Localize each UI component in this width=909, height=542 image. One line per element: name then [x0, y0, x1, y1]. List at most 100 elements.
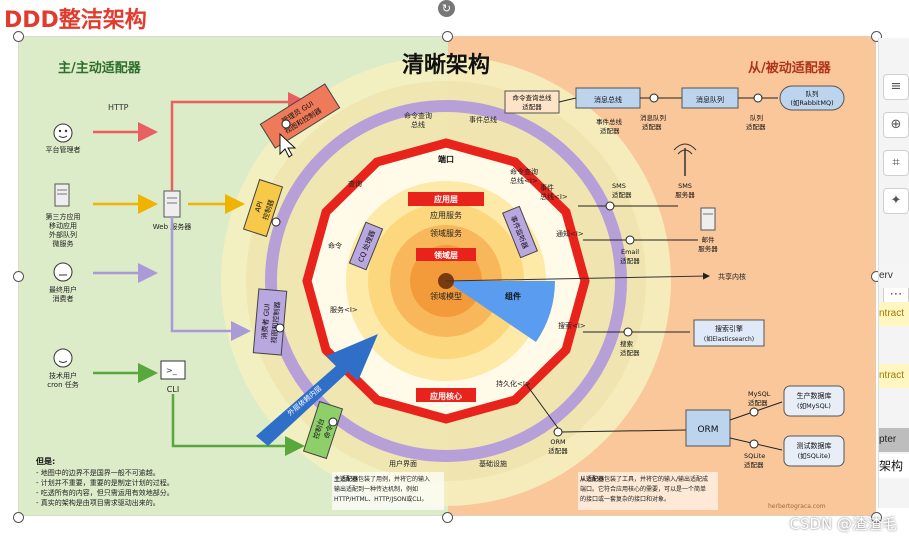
svg-text:(如SQLite): (如SQLite) [798, 451, 831, 460]
command-label: 命令 [328, 241, 342, 250]
svg-text:命令查询: 命令查询 [510, 167, 538, 176]
selection-handle-br[interactable] [871, 512, 882, 523]
mq-adapter-2: 适配器 [642, 122, 662, 131]
diagram-image[interactable]: 清晰架构 主/主动适配器 从/被动适配器 HTTP 平台管理者 第三方应用 移动… [18, 36, 876, 516]
svg-text:适配器: 适配器 [620, 348, 640, 357]
http-label: HTTP [108, 103, 129, 112]
diagram-title: 清晰架构 [402, 52, 490, 78]
cmd-query-bus-1: 命令查询 [404, 111, 432, 120]
svg-text:服务器: 服务器 [675, 190, 695, 199]
strip-5: 架构 [879, 454, 909, 478]
selection-handle-ml[interactable] [13, 271, 24, 282]
svg-text:命令: 命令 [322, 424, 335, 440]
svg-text:消息队列: 消息队列 [640, 113, 666, 122]
right-heading: 从/被动适配器 [748, 60, 832, 76]
selection-handle-tc[interactable] [442, 31, 453, 42]
svg-text:队列: 队列 [806, 89, 819, 98]
orm-label: ORM [697, 425, 718, 435]
svg-text:MySQL: MySQL [748, 390, 771, 398]
search-engine-doc: 搜索引擎 (如Elasticsearch) [693, 319, 765, 347]
search-adapter-2: 适配器 [620, 348, 640, 357]
left-heading: 主/主动适配器 [58, 60, 142, 76]
shared-kernel-label: 共享内核 [718, 272, 746, 281]
svg-text:第三方应用: 第三方应用 [46, 212, 81, 221]
infrastructure-label: 基础设施 [479, 459, 507, 468]
email-adapter-1: Email [621, 248, 639, 256]
svg-text:适配器: 适配器 [744, 460, 764, 469]
mq-adapter-1: 消息队列 [640, 113, 666, 122]
svg-text:适配器: 适配器 [642, 122, 662, 131]
svg-text:(如RabbitMQ): (如RabbitMQ) [790, 98, 833, 107]
mysql-adapter-2: 适配器 [748, 398, 768, 407]
svg-text:从适配器包装了工具，并将它的输入/输出适配成: 从适配器包装了工具，并将它的输入/输出适配成 [580, 475, 708, 483]
svg-text:适配器: 适配器 [746, 122, 766, 131]
selection-handle-bl[interactable] [13, 512, 24, 523]
svg-text:生产数据库: 生产数据库 [797, 391, 832, 400]
domain-model-label: 领域模型 [430, 291, 462, 301]
svg-text:- 真实的架构是由项目需求驱动出来的。: - 真实的架构是由项目需求驱动出来的。 [36, 498, 160, 507]
svg-text:消费者 GUI: 消费者 GUI [259, 303, 271, 339]
svg-text:端口。它符合应用核心的需要，可以是一个简单: 端口。它符合应用核心的需要，可以是一个简单 [580, 485, 706, 493]
right-side-panel: ≡ ⊕ ⌗ ✦ ⋯ erv ntract ntract pter 架构 [878, 38, 909, 508]
svg-text:HTTP/HTML、HTTP/JSON或CLI。: HTTP/HTML、HTTP/JSON或CLI。 [334, 495, 428, 503]
cmd-query-bus-i-1: 命令查询 [510, 167, 538, 176]
persist-label: 持久化<I> [496, 379, 531, 388]
server-icon [54, 183, 70, 207]
svg-text:Email: Email [621, 248, 639, 256]
sms-server-1: SMS [678, 182, 692, 190]
event-bus-label: 事件总线 [469, 115, 497, 124]
cmd-query-bus-2: 总线 [411, 120, 425, 129]
zoom-in-icon[interactable]: ⊕ [883, 112, 909, 138]
strip-2: ntract [879, 302, 909, 326]
actor-third-party-2: 移动应用 [49, 221, 77, 230]
test-db: 测试数据库 (如SQLite) [783, 435, 845, 467]
svg-text:服务器: 服务器 [698, 244, 718, 253]
application-layer: 应用层 [434, 194, 458, 204]
strip-1: erv [879, 264, 909, 288]
selection-handle-bc[interactable] [442, 512, 453, 523]
web-server-icon [163, 190, 181, 218]
svg-text:ORM: ORM [550, 438, 565, 446]
message-queue-label: 消息队列 [696, 95, 724, 104]
selection-handle-tl[interactable] [13, 31, 24, 42]
domain-service-label: 领域服务 [430, 228, 462, 238]
queue-adapter-1: 队列 [750, 113, 763, 122]
site-mark: herbertograca.com [768, 503, 826, 510]
svg-text:输出适配到一种传达机制，例如: 输出适配到一种传达机制，例如 [334, 485, 418, 493]
layout-options-icon[interactable]: ≡ [883, 74, 909, 100]
note-box: 但是: - 地图中的边界不是国界一般不可逾越。 - 计划并不重要，重要的是制定计… [35, 456, 174, 507]
svg-text:API: API [254, 200, 265, 213]
user-interface-label: 用户界面 [389, 459, 417, 468]
port-label: 端口 [438, 154, 454, 164]
queue-adapter-2: 适配器 [746, 122, 766, 131]
search-adapter-1: 搜索 [620, 339, 634, 348]
mysql-adapter-1: MySQL [748, 390, 771, 398]
svg-text:最终用户: 最终用户 [49, 285, 77, 294]
crop-icon[interactable]: ⌗ [883, 150, 909, 176]
rotate-handle-icon[interactable]: ↻ [438, 0, 455, 17]
prod-db: 生产数据库 (如MySQL) [783, 385, 845, 417]
query-label: 查询 [348, 179, 362, 188]
svg-text:适配器: 适配器 [620, 256, 640, 265]
selection-handle-tr[interactable] [871, 31, 882, 42]
svg-text:的接口或一套复杂的接口和对象。: 的接口或一套复杂的接口和对象。 [580, 495, 670, 503]
watermark: CSDN @渣渣毛 [789, 515, 897, 533]
cursor-icon [279, 132, 297, 158]
queue-cylinder: 队列 (如RabbitMQ) [779, 85, 845, 111]
user-icon [53, 262, 73, 282]
svg-text:邮件: 邮件 [702, 235, 716, 244]
actor-third-party-1: 第三方应用 [46, 212, 81, 221]
svg-text:移动应用: 移动应用 [49, 221, 77, 230]
event-bus-adapter-1: 事件总线 [596, 117, 623, 126]
idea-icon[interactable]: ✦ [883, 188, 909, 214]
svg-text:总线<I>: 总线<I> [510, 176, 538, 185]
actor-tech-user-1: 技术用户 [49, 371, 77, 380]
message-bus-label: 消息总线 [594, 95, 622, 104]
actor-third-party-4: 微服务 [53, 239, 74, 248]
cmd-query-bus-i-2: 总线<I> [510, 176, 538, 185]
svg-text:命令查询: 命令查询 [404, 111, 432, 120]
strip-3: ntract [879, 364, 909, 388]
sms-adapter-1: SMS [612, 182, 626, 190]
cmd-query-adapter: 命令查询总线 适配器 [504, 90, 560, 114]
svg-text:事件总线: 事件总线 [596, 117, 623, 126]
